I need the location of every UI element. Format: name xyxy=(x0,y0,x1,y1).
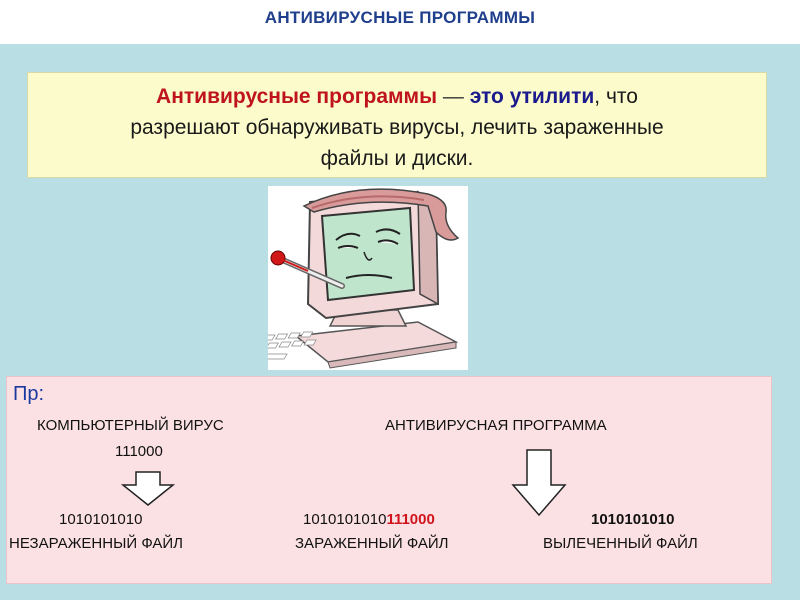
definition-dash: — xyxy=(437,85,470,108)
page-title: АНТИВИРУСНЫЕ ПРОГРАММЫ xyxy=(264,8,536,27)
thermometer-icon xyxy=(270,250,345,289)
cured-file-code: 1010101010 xyxy=(591,511,675,528)
definition-line-2: разрешают обнаруживать вирусы, лечить за… xyxy=(130,116,664,139)
definition-box: Антивирусные программы — это утилити, чт… xyxy=(27,72,767,178)
infected-code-virus: 111000 xyxy=(386,511,435,528)
definition-line-3: файлы и диски. xyxy=(320,147,474,170)
down-arrow-right-icon xyxy=(511,449,567,517)
sick-computer-icon xyxy=(224,186,468,370)
clean-file-code: 1010101010 xyxy=(59,511,143,528)
infected-file-label: ЗАРАЖЕННЫЙ ФАЙЛ xyxy=(295,535,449,552)
virus-heading: КОМПЬЮТЕРНЫЙ ВИРУС xyxy=(37,417,224,434)
virus-code: 111000 xyxy=(115,443,163,460)
antivirus-heading: АНТИВИРУСНАЯ ПРОГРАММА xyxy=(385,417,607,434)
definition-term: Антивирусные программы xyxy=(156,85,438,108)
infected-code-base: 1010101010 xyxy=(303,511,387,528)
example-label: Пр: xyxy=(13,383,45,405)
clean-file-label: НЕЗАРАЖЕННЫЙ ФАЙЛ xyxy=(9,535,184,552)
example-box: Пр: КОМПЬЮТЕРНЫЙ ВИРУС 111000 АНТИВИРУСН… xyxy=(6,376,772,584)
keyboard-icon xyxy=(224,321,459,369)
cured-file-label: ВЫЛЕЧЕННЫЙ ФАЙЛ xyxy=(543,535,698,552)
down-arrow-left-icon xyxy=(121,471,175,506)
infected-file-code: 1010101010111000 xyxy=(303,511,435,528)
definition-rest: , что xyxy=(594,85,638,108)
definition-key: это утилити xyxy=(469,85,595,108)
definition-line-1: Антивирусные программы — это утилити, чт… xyxy=(28,81,766,112)
